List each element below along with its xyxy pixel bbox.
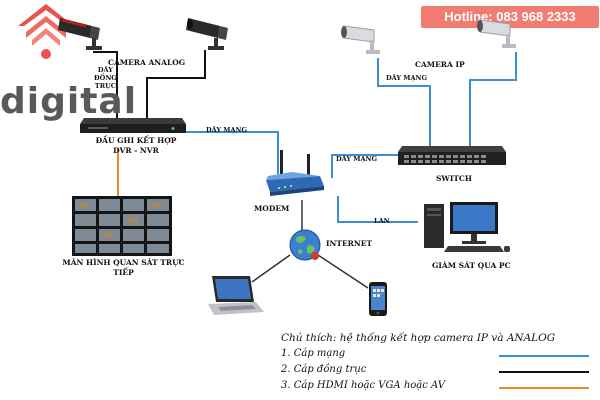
monitor-label: MÀN HÌNH QUAN SÁT TRỰC TIẾP: [56, 258, 191, 278]
line-internet-laptop: [251, 254, 291, 283]
coax-line-camera-2: [146, 50, 206, 118]
network-line-ipcam-2: [469, 52, 517, 147]
network-line-modem-pc: [337, 196, 418, 223]
coax-cable-label: DÂY ĐỒNG TRỤC: [94, 66, 117, 90]
switch-icon: [398, 146, 506, 165]
modem-icon: [266, 150, 324, 196]
network-line-switch-modem: [331, 154, 398, 178]
line-internet-phone: [317, 254, 369, 289]
network-cable-label-3: DÂY MẠNG: [336, 155, 377, 163]
dvr-label: ĐẦU GHI KẾT HỢP DVR - NVR: [86, 136, 186, 156]
coax-label-line-3: TRỤC: [94, 82, 116, 90]
analog-camera-icon: [58, 18, 102, 50]
lan-label: LAN: [374, 217, 390, 225]
legend-swatch-network: [499, 355, 589, 357]
monitor-label-line-1: MÀN HÌNH QUAN SÁT TRỰC: [62, 258, 185, 267]
monitor-wall-icon: [72, 196, 172, 256]
switch-label: SWITCH: [436, 174, 472, 183]
coax-label-line-2: ĐỒNG: [94, 74, 117, 82]
pc-label: GIÁM SÁT QUA PC: [432, 261, 511, 270]
brand-name: digital: [0, 81, 138, 122]
network-cable-label-2: DÂY MẠNG: [386, 74, 427, 82]
ip-camera-icon: [477, 19, 516, 48]
dvr-label-line-1: ĐẦU GHI KẾT HỢP: [95, 136, 177, 145]
analog-camera-icon: [186, 18, 228, 50]
pc-icon: [424, 202, 510, 252]
camera-analog-label: CAMERA ANALOG: [108, 58, 186, 67]
smartphone-icon: [369, 282, 387, 316]
legend-item-network: 1. Cáp mạng: [281, 348, 346, 359]
internet-label: INTERNET: [326, 239, 373, 248]
dvr-label-line-2: DVR - NVR: [113, 146, 159, 155]
coax-line-camera-1: [93, 51, 118, 118]
dvr-icon: [80, 118, 186, 133]
camera-ip-label: CAMERA IP: [415, 60, 465, 69]
monitor-label-line-2: TIẾP: [113, 268, 134, 277]
legend-swatch-coax: [499, 371, 589, 373]
network-line-ipcam-1: [377, 58, 431, 147]
ip-camera-icon: [341, 25, 380, 54]
legend-item-hdmi: 3. Cáp HDMI hoặc VGA hoặc AV: [281, 380, 445, 391]
modem-label: MODEM: [254, 204, 290, 213]
legend: Chú thích: hệ thống kết hợp camera IP và…: [281, 332, 593, 396]
hotline-badge[interactable]: Hotline: 083 968 2333: [421, 6, 599, 28]
laptop-icon: [208, 276, 264, 315]
legend-title: Chú thích: hệ thống kết hợp camera IP và…: [281, 332, 556, 344]
globe-icon: [289, 229, 321, 261]
network-line-dvr-modem: [185, 131, 279, 178]
legend-item-coax: 2. Cáp đồng trục: [281, 364, 367, 375]
coax-label-line-1: DÂY: [97, 66, 113, 74]
legend-swatch-hdmi: [499, 387, 589, 389]
network-cable-label-1: DÂY MẠNG: [206, 126, 247, 134]
